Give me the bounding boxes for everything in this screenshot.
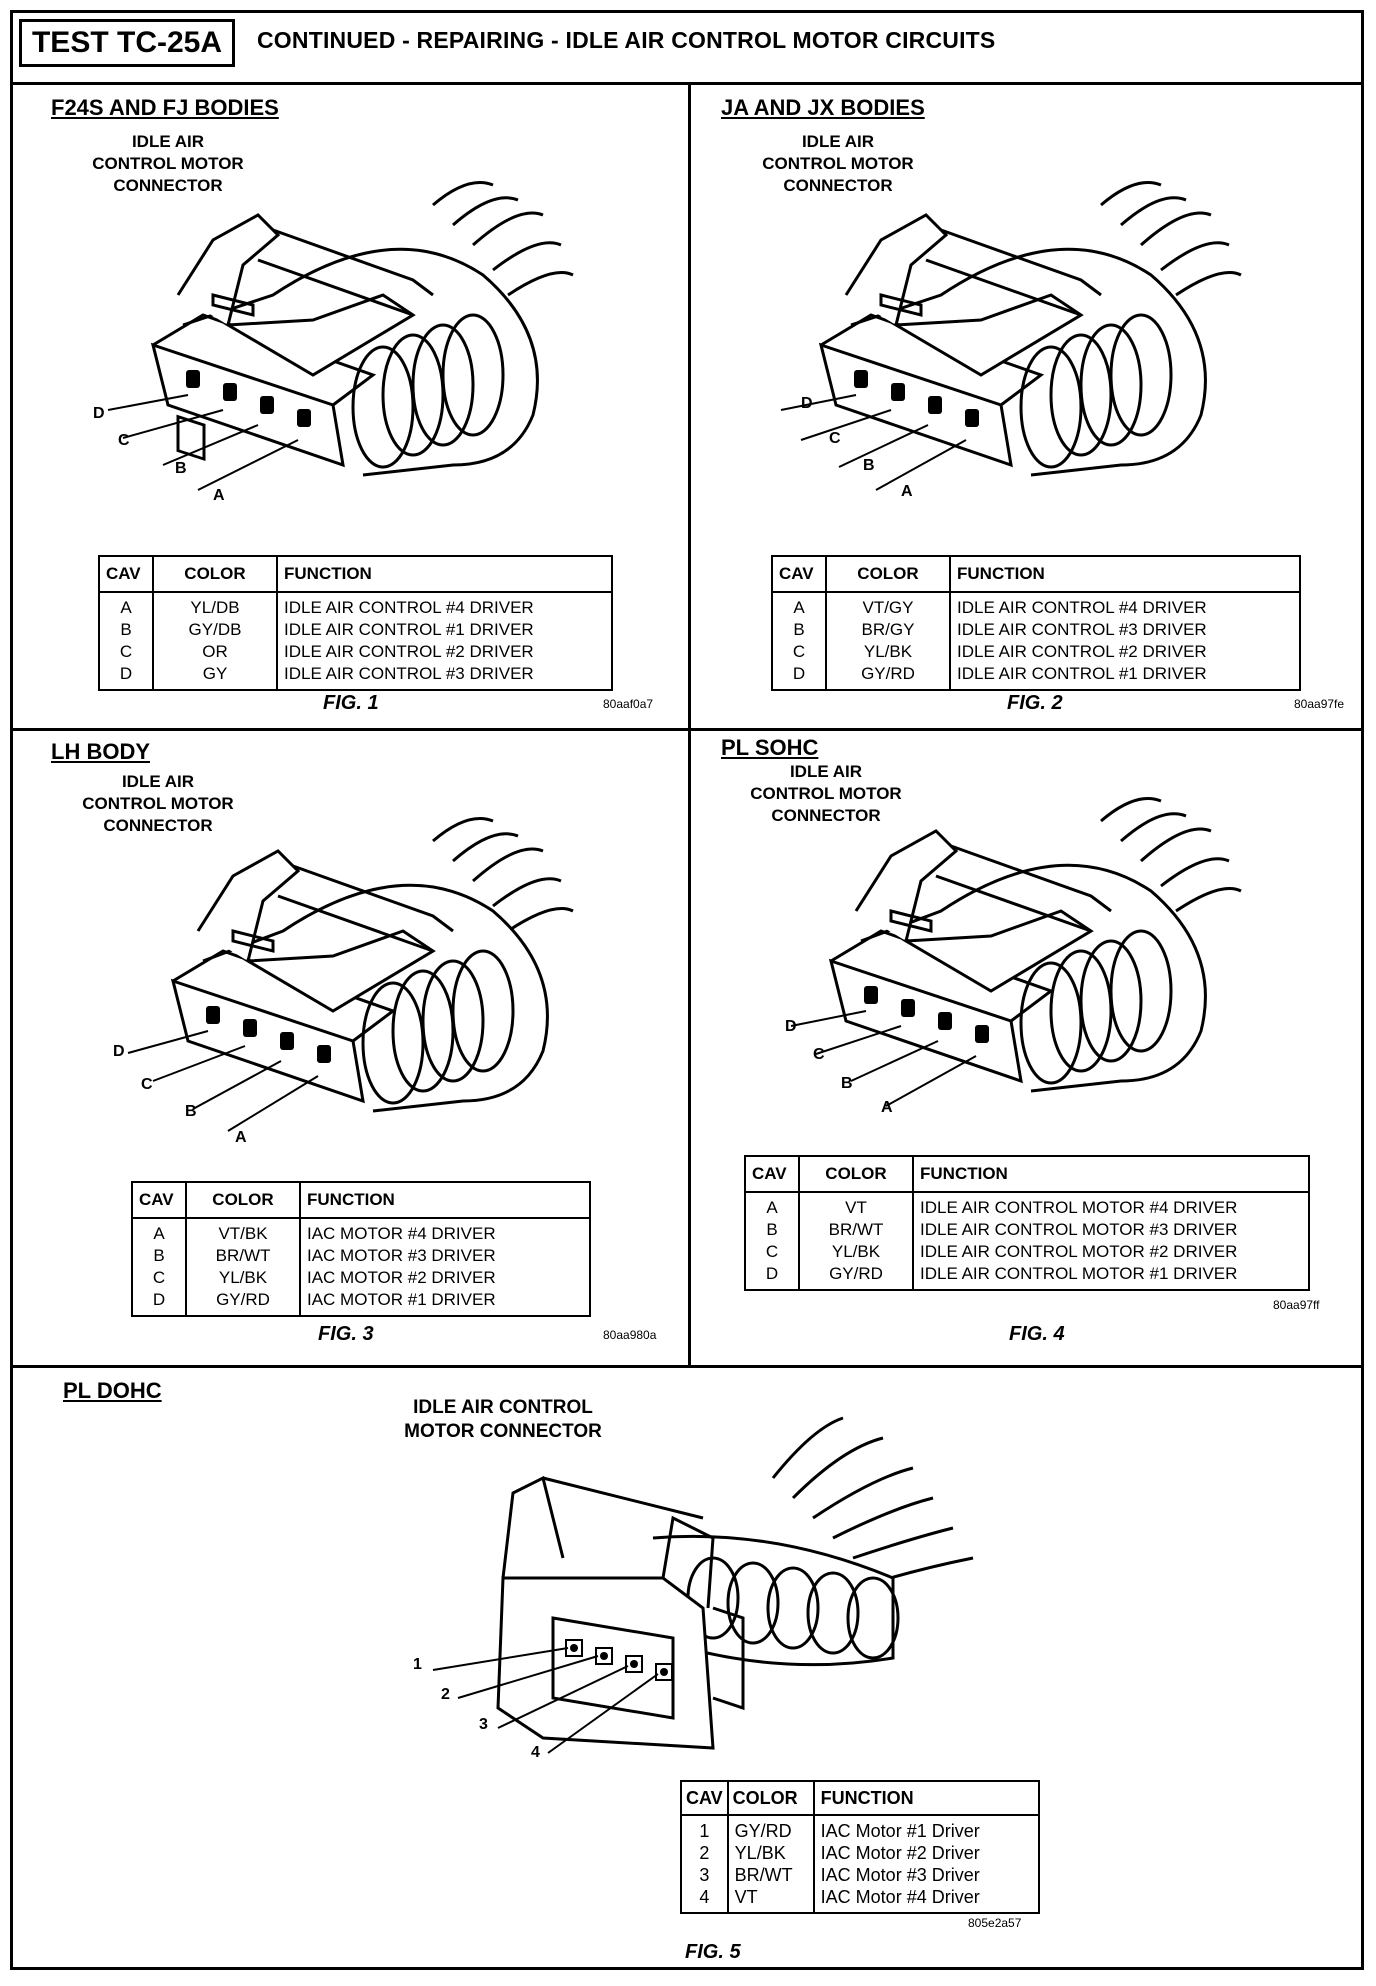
col-function: FUNCTION <box>912 1155 1310 1193</box>
pin-label-d: D <box>113 1043 125 1060</box>
figure-code: 80aa97fe <box>1294 697 1345 711</box>
figure-code: 805e2a57 <box>968 1916 1022 1930</box>
panel-title: JA AND JX BODIES <box>721 95 925 120</box>
pin-label-a: A <box>881 1099 893 1116</box>
connector-drawing <box>107 181 574 491</box>
pin-label-d: D <box>801 395 813 412</box>
connector-label: IDLE AIR CONTROL MOTOR CONNECTOR <box>750 762 902 825</box>
connector-label: IDLE AIR CONTROL MOTOR CONNECTOR <box>404 1397 602 1442</box>
pin-label-b: B <box>185 1103 197 1120</box>
pin-label-b: B <box>841 1075 853 1092</box>
panel-ja-jx: JA AND JX BODIES IDLE AIR CONTROL MOTOR … <box>691 85 1361 728</box>
divider-row-2 <box>13 1365 1361 1368</box>
figure-caption: FIG. 3 <box>318 1323 374 1345</box>
col-function: FUNCTION <box>276 555 613 593</box>
pin-label-a: A <box>901 483 913 500</box>
panel-lh-body: LH BODY IDLE AIR CONTROL MOTOR CONNECTOR <box>13 731 688 1365</box>
panel-title: F24S AND FJ BODIES <box>51 95 279 120</box>
col-cav: CAV <box>680 1780 729 1816</box>
figure-caption: FIG. 2 <box>1007 692 1063 714</box>
header: TEST TC-25A CONTINUED - REPAIRING - IDLE… <box>13 13 1361 85</box>
pin-label-a: A <box>213 487 225 504</box>
pin-label-d: D <box>785 1018 797 1035</box>
pin-label-b: B <box>863 457 875 474</box>
connector-drawing <box>790 797 1242 1107</box>
pin-label-1: 1 <box>413 1656 422 1673</box>
connector-label: IDLE AIR CONTROL MOTOR CONNECTOR <box>92 132 244 195</box>
pin-label-c: C <box>141 1076 153 1093</box>
panel-pl-sohc: PL SOHC IDLE AIR CONTROL MOTOR CONNECTOR <box>691 731 1361 1365</box>
figure-caption: FIG. 5 <box>685 1941 741 1963</box>
figure-caption: FIG. 4 <box>1009 1323 1065 1345</box>
figure-caption: FIG. 1 <box>323 692 379 714</box>
pin-label-4: 4 <box>531 1744 540 1761</box>
connector-drawing <box>780 181 1242 491</box>
pin-label-c: C <box>118 432 130 449</box>
col-color: COLOR <box>798 1155 914 1193</box>
col-function: FUNCTION <box>812 1780 1041 1816</box>
panel-title: PL DOHC <box>63 1378 162 1403</box>
page-title: CONTINUED - REPAIRING - IDLE AIR CONTROL… <box>257 27 996 53</box>
connector-drawing <box>432 1416 974 1754</box>
pin-label-d: D <box>93 405 105 422</box>
pin-label-a: A <box>235 1129 247 1146</box>
pin-label-c: C <box>813 1046 825 1063</box>
col-cav: CAV <box>98 555 154 593</box>
col-function: FUNCTION <box>949 555 1301 593</box>
panel-f24s-fj: F24S AND FJ BODIES IDLE AIR CONTROL MOTO… <box>13 85 688 728</box>
figure-code: 80aa97ff <box>1273 1298 1320 1312</box>
col-cav: CAV <box>744 1155 800 1193</box>
figure-code: 80aaf0a7 <box>603 697 654 711</box>
diagram-page: TEST TC-25A CONTINUED - REPAIRING - IDLE… <box>10 10 1364 1970</box>
col-color: COLOR <box>825 555 951 593</box>
test-id: TEST TC-25A <box>19 19 235 67</box>
divider-row-1 <box>13 728 1361 731</box>
connector-label: IDLE AIR CONTROL MOTOR CONNECTOR <box>762 132 914 195</box>
col-function: FUNCTION <box>299 1181 591 1219</box>
panel-title: LH BODY <box>51 739 150 764</box>
pin-label-3: 3 <box>479 1716 488 1733</box>
col-cav: CAV <box>131 1181 187 1219</box>
figure-code: 80aa980a <box>603 1328 657 1342</box>
panel-pl-dohc: PL DOHC IDLE AIR CONTROL MOTOR CONNECTOR <box>13 1368 1361 1967</box>
divider-vertical <box>688 85 691 1367</box>
pin-label-b: B <box>175 460 187 477</box>
pin-label-c: C <box>829 430 841 447</box>
col-color: COLOR <box>726 1780 815 1816</box>
connector-drawing <box>127 817 574 1132</box>
connector-label: IDLE AIR CONTROL MOTOR CONNECTOR <box>82 772 234 835</box>
col-color: COLOR <box>152 555 278 593</box>
pin-label-2: 2 <box>441 1686 450 1703</box>
col-color: COLOR <box>185 1181 301 1219</box>
col-cav: CAV <box>771 555 827 593</box>
panel-title: PL SOHC <box>721 735 819 760</box>
